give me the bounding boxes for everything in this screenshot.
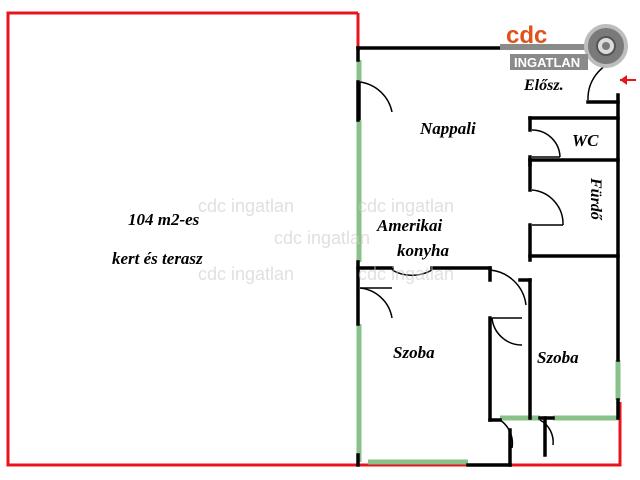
watermarks: cdc ingatlan cdc ingatlan cdc ingatlan c…	[198, 196, 454, 284]
room-label-szoba-right: Szoba	[537, 348, 579, 367]
logo-brand: cdc	[506, 22, 547, 49]
entrance-arrow-icon	[620, 75, 636, 85]
watermark-text: cdc ingatlan	[358, 264, 454, 284]
room-label-furdo: Fürdő	[587, 177, 604, 221]
room-label-konyha: konyha	[397, 241, 449, 260]
garden-border	[6, 11, 622, 467]
logo-sub: INGATLAN	[514, 55, 580, 70]
room-label-nappali: Nappali	[419, 119, 476, 138]
logo-sub-bg	[510, 54, 588, 70]
logo-key-shaft	[500, 44, 605, 50]
door-swings	[359, 59, 619, 449]
room-label-wc: WC	[572, 131, 599, 150]
watermark-text: cdc ingatlan	[198, 264, 294, 284]
watermark-text: cdc ingatlan	[358, 196, 454, 216]
cdc-logo: cdc INGATLAN	[500, 22, 628, 70]
room-label-eloszoba: Elősz.	[523, 77, 564, 94]
walls	[356, 46, 620, 467]
garden-label-line1: 104 m2-es	[128, 210, 200, 229]
room-label-szoba-left: Szoba	[393, 343, 435, 362]
room-label-amerikai: Amerikai	[376, 216, 442, 235]
watermark-text: cdc ingatlan	[198, 196, 294, 216]
watermark-text: cdc ingatlan	[274, 228, 370, 248]
windows	[356, 60, 621, 465]
garden-label-line2: kert és terasz	[112, 249, 203, 268]
